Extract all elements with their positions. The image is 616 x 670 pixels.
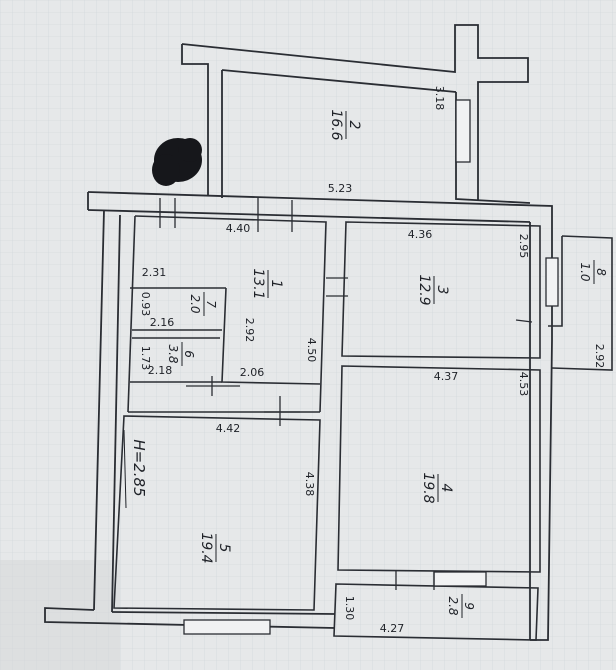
room-label-6: 6 3.8 [166, 342, 196, 366]
room-area: 19.4 [198, 532, 214, 563]
dimension-label: 4.53 [517, 372, 530, 397]
room-label-7: 7 2.0 [188, 292, 218, 316]
dimension-label: 1.73 [139, 346, 152, 371]
dimension-label: 4.27 [380, 622, 405, 635]
room-label-2: 2 16.6 [328, 109, 362, 140]
dimension-label: 2.92 [593, 344, 606, 369]
room-area: 12.9 [416, 274, 432, 305]
room-area: 16.6 [328, 109, 344, 140]
dimension-label: 0.93 [139, 292, 152, 317]
dimension-label: 3.18 [433, 86, 446, 111]
room-number: 8 [594, 268, 608, 276]
window-room-3 [545, 257, 559, 307]
paper-shadow [0, 560, 120, 670]
dimension-label: 2.95 [517, 234, 530, 259]
ink-blot [152, 138, 202, 186]
room-label-9: 9 2.8 [446, 594, 476, 618]
dimension-label: 1.30 [343, 596, 356, 621]
room-3-walls [341, 221, 541, 359]
dimension-label: 4.50 [305, 338, 318, 363]
room-number: 3 [434, 286, 450, 295]
room-number: 4 [438, 484, 454, 493]
dimension-label: 4.40 [226, 222, 251, 235]
room-9-walls [333, 583, 539, 641]
dimension-label: 4.42 [216, 422, 241, 435]
room-number: 6 [182, 350, 196, 358]
room-area: 2.0 [188, 294, 202, 313]
dimension-label: 2.92 [243, 318, 256, 343]
room-label-3: 3 12.9 [416, 274, 450, 305]
dimension-label: 4.37 [434, 370, 459, 383]
room-number: 7 [204, 300, 218, 308]
room-number: 1 [268, 280, 284, 289]
room-number: 2 [346, 121, 362, 130]
dimension-label: 4.36 [408, 228, 433, 241]
dimension-label: 5.23 [328, 182, 353, 195]
room-label-1: 1 13.1 [250, 268, 284, 299]
room-label-4: 4 19.8 [420, 472, 454, 503]
room-area: 2.8 [446, 596, 460, 615]
dimension-label: 2.06 [240, 366, 265, 379]
window-room-9 [433, 571, 487, 587]
room-area: 3.8 [166, 344, 180, 363]
dimension-label: 4.38 [303, 472, 316, 497]
room-label-8: 8 1.0 [578, 260, 608, 284]
room-label-5: 5 19.4 [198, 532, 232, 563]
room-5-walls [113, 415, 321, 611]
dimension-label: 2.18 [148, 364, 173, 377]
room-4-walls [337, 365, 541, 573]
room-area: 1.0 [578, 262, 592, 281]
window-room-5 [183, 619, 271, 635]
room-number: 5 [216, 544, 232, 553]
ceiling-height-label: H=2.85 [130, 439, 148, 496]
room-number: 9 [462, 602, 476, 610]
doors [159, 198, 533, 590]
height-underline [123, 429, 127, 509]
window-room-2 [455, 99, 471, 163]
dimension-label: 2.16 [150, 316, 175, 329]
room-area: 19.8 [420, 472, 436, 503]
room-8-walls [548, 235, 613, 371]
room-area: 13.1 [250, 268, 266, 299]
dimension-label: 2.31 [142, 266, 167, 279]
